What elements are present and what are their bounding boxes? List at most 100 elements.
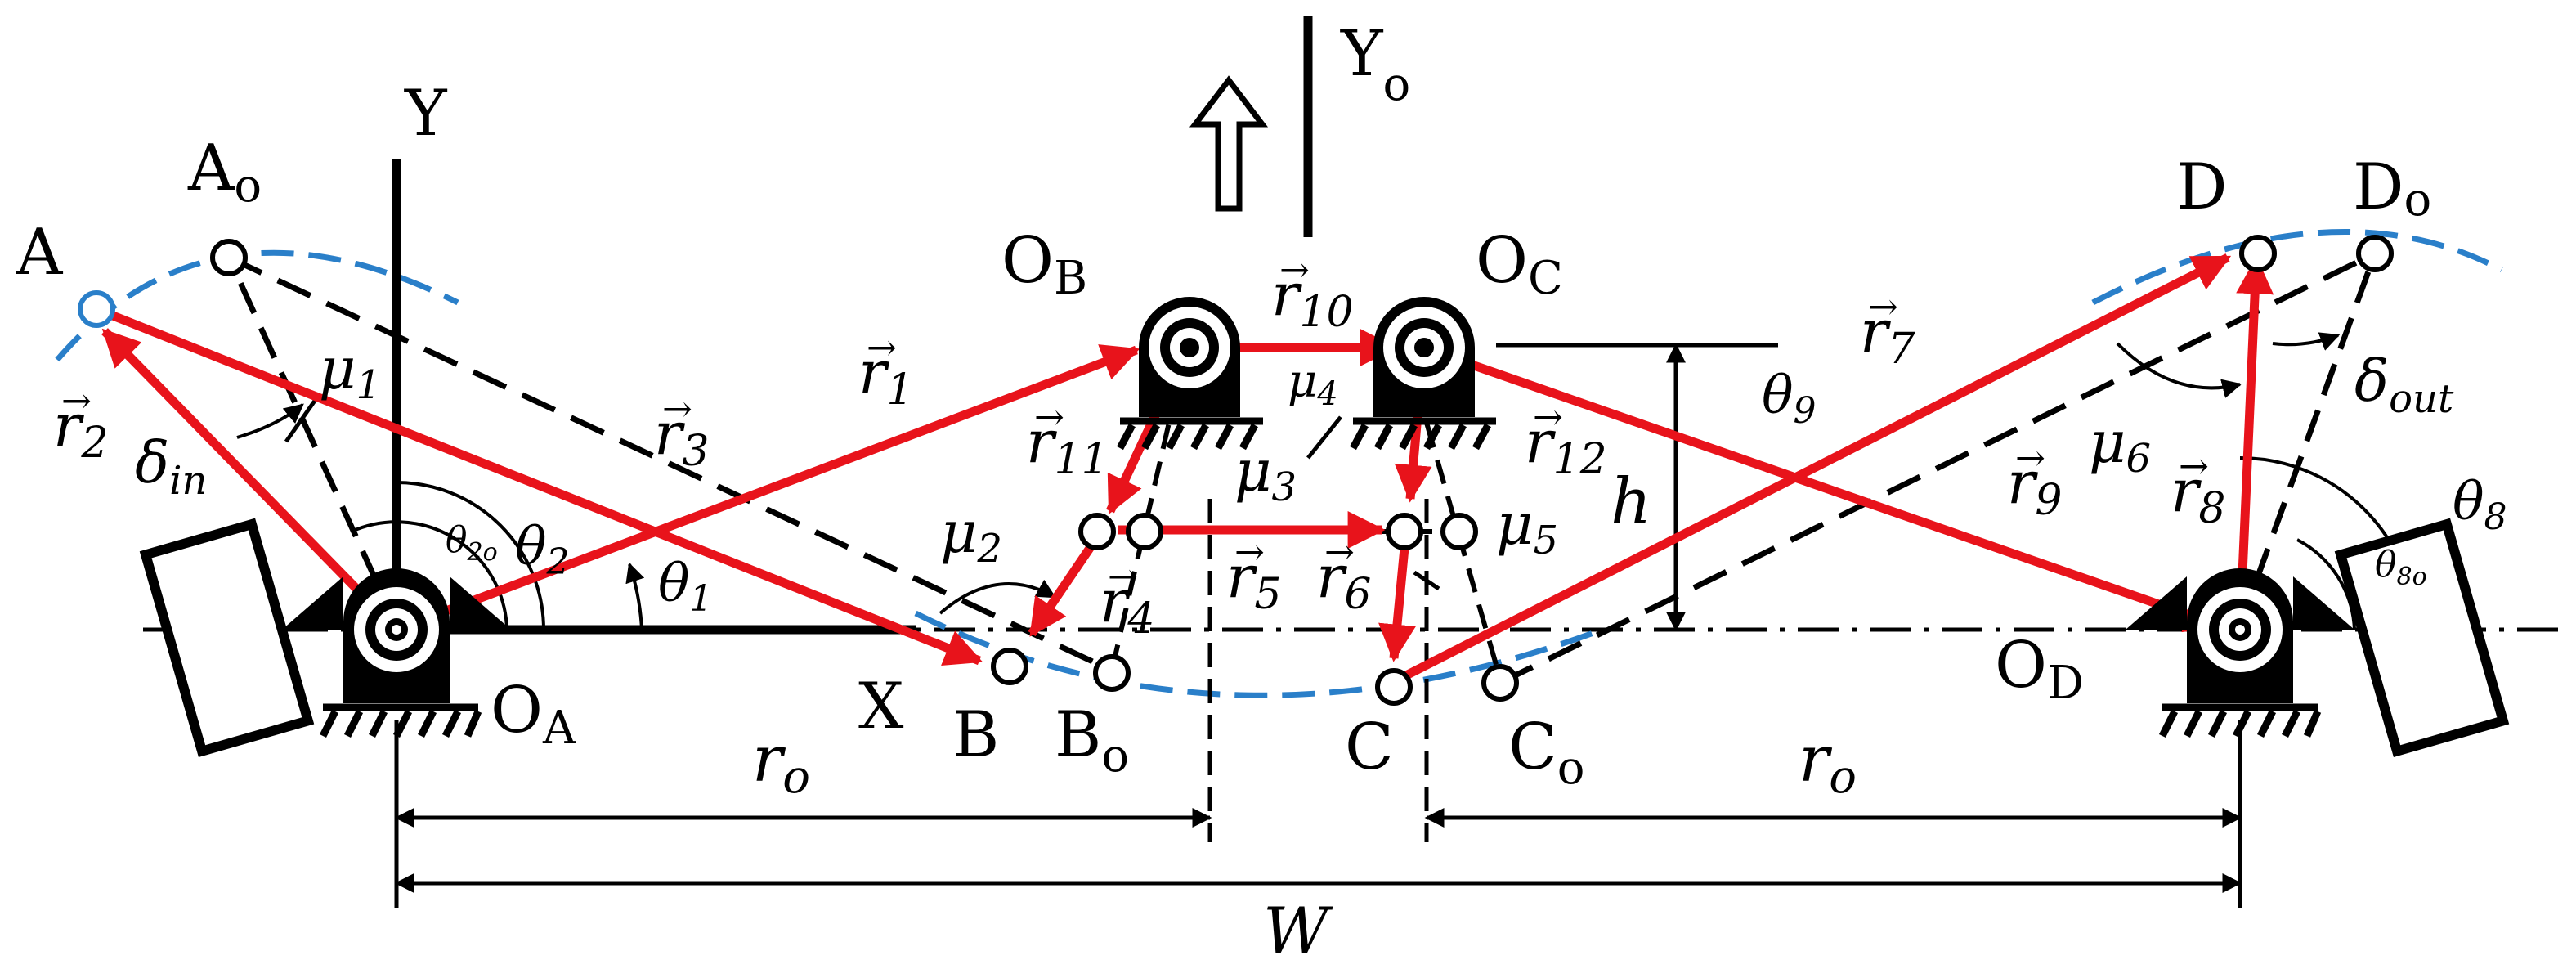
pivot-OB [1139, 297, 1240, 417]
motor-block-left [139, 518, 315, 758]
label-r6: r6 [1316, 542, 1372, 619]
joint-C [1375, 668, 1413, 706]
motion-up-arrow-icon [1189, 75, 1269, 212]
label-theta1: θ1 [658, 554, 713, 620]
joint-B [991, 648, 1028, 685]
label-Ao: Ao [187, 132, 262, 213]
label-r12: r12 [1525, 407, 1607, 484]
joint-Co [1481, 664, 1519, 702]
vector-r7 [1397, 253, 2232, 683]
label-r5: r5 [1226, 542, 1282, 619]
link-Ao-Bo-dashed [227, 254, 1113, 674]
mu1-tick [284, 399, 317, 443]
link-OD-Do-dashed [2237, 252, 2378, 627]
label-mu1: μ1 [319, 335, 381, 408]
label-r11: r11 [1026, 407, 1109, 484]
vector-r6 [1378, 547, 1416, 662]
arc-mu2 [939, 579, 1057, 615]
pivot-OA [282, 568, 511, 703]
label-Yo: Yo [1340, 17, 1410, 111]
arrow-r9: → [2015, 437, 2045, 479]
label-ro-right: ro [1799, 723, 1857, 804]
label-OB: OB [1001, 224, 1087, 305]
arrow-r6: → [1324, 532, 1355, 573]
joint-link-left-b [1126, 513, 1163, 550]
label-Bo: Bo [1055, 698, 1129, 783]
ground-OC [1350, 417, 1496, 451]
mu4-tick [1306, 415, 1342, 460]
joint-D [2239, 235, 2277, 272]
link-Co-Do-dashed [1499, 250, 2377, 686]
label-r9: r9 [2007, 448, 2063, 525]
label-X: X [858, 670, 904, 743]
joint-link-left-a [1078, 513, 1116, 550]
arc-mu6 [2116, 342, 2242, 398]
joint-Do [2356, 235, 2394, 272]
label-delta-out: δout [2354, 348, 2454, 422]
joint-link-right-b [1440, 513, 1478, 550]
label-mu2: μ2 [940, 499, 1002, 572]
label-r7: r7 [1860, 297, 1915, 374]
label-r8: r8 [2171, 456, 2226, 533]
label-theta9: θ9 [1762, 366, 1817, 432]
arc-theta1 [625, 562, 645, 630]
label-theta2o: θ2o [446, 519, 498, 567]
label-r2: r2 [53, 391, 109, 468]
label-delta-in: δin [135, 429, 207, 504]
label-mu6: μ6 [2089, 409, 2151, 482]
joint-Ao [210, 239, 248, 276]
arrow-r5: → [1234, 532, 1265, 573]
label-mu5: μ5 [1496, 491, 1558, 563]
ground-OD [2158, 703, 2322, 738]
arc-delta-out [2272, 332, 2341, 351]
motor-block-right [2334, 518, 2510, 758]
label-Do: Do [2353, 150, 2431, 227]
arrow-r10: → [1279, 249, 1310, 291]
ground-OA [319, 703, 482, 738]
arc-theta8o [2296, 538, 2356, 630]
arrow-r3: → [662, 388, 692, 430]
arc-delta-in [236, 403, 304, 439]
pivot-OD [2126, 568, 2354, 703]
vector-r9 [1421, 343, 2224, 633]
label-r1: r1 [858, 338, 914, 415]
label-r4: r4 [1100, 567, 1155, 644]
label-D: D [2176, 150, 2228, 224]
joint-Bo [1093, 654, 1131, 692]
label-Y: Y [404, 77, 448, 150]
arrow-r11: → [1034, 397, 1064, 438]
label-mu3: μ3 [1234, 437, 1297, 510]
link-OA-Ao-dashed [226, 256, 400, 627]
label-h: h [1611, 465, 1651, 539]
label-A: A [16, 216, 64, 289]
label-mu4: μ4 [1288, 355, 1338, 413]
label-B: B [952, 698, 999, 772]
vector-r4 [1028, 536, 1100, 637]
arrow-r12: → [1533, 397, 1563, 438]
vector-r8 [2235, 256, 2274, 630]
mu5-tick [1413, 570, 1440, 591]
vector-r2 [101, 328, 400, 633]
arrow-r1: → [867, 327, 897, 369]
label-ro-left: ro [752, 723, 810, 804]
joint-link-right-a [1386, 513, 1423, 550]
arc-theta2 [396, 481, 545, 630]
label-C: C [1345, 711, 1394, 784]
label-W: W [1263, 895, 1333, 968]
label-OA: OA [491, 674, 576, 755]
arrow-r4: → [1108, 556, 1138, 598]
arc-theta2o [351, 520, 508, 630]
label-Co: Co [1508, 711, 1584, 795]
label-theta8: θ8 [2453, 472, 2507, 538]
ground-OB [1117, 417, 1263, 451]
arrow-r7: → [1868, 286, 1898, 328]
label-theta2: θ2 [515, 517, 570, 583]
pivot-OC [1373, 297, 1475, 417]
label-OC: OC [1476, 224, 1563, 305]
arrow-r2: → [61, 380, 92, 422]
label-r3: r3 [654, 399, 710, 476]
path-arc-D [2091, 228, 2503, 306]
label-OD: OD [1995, 629, 2084, 710]
vector-r1 [395, 344, 1140, 635]
